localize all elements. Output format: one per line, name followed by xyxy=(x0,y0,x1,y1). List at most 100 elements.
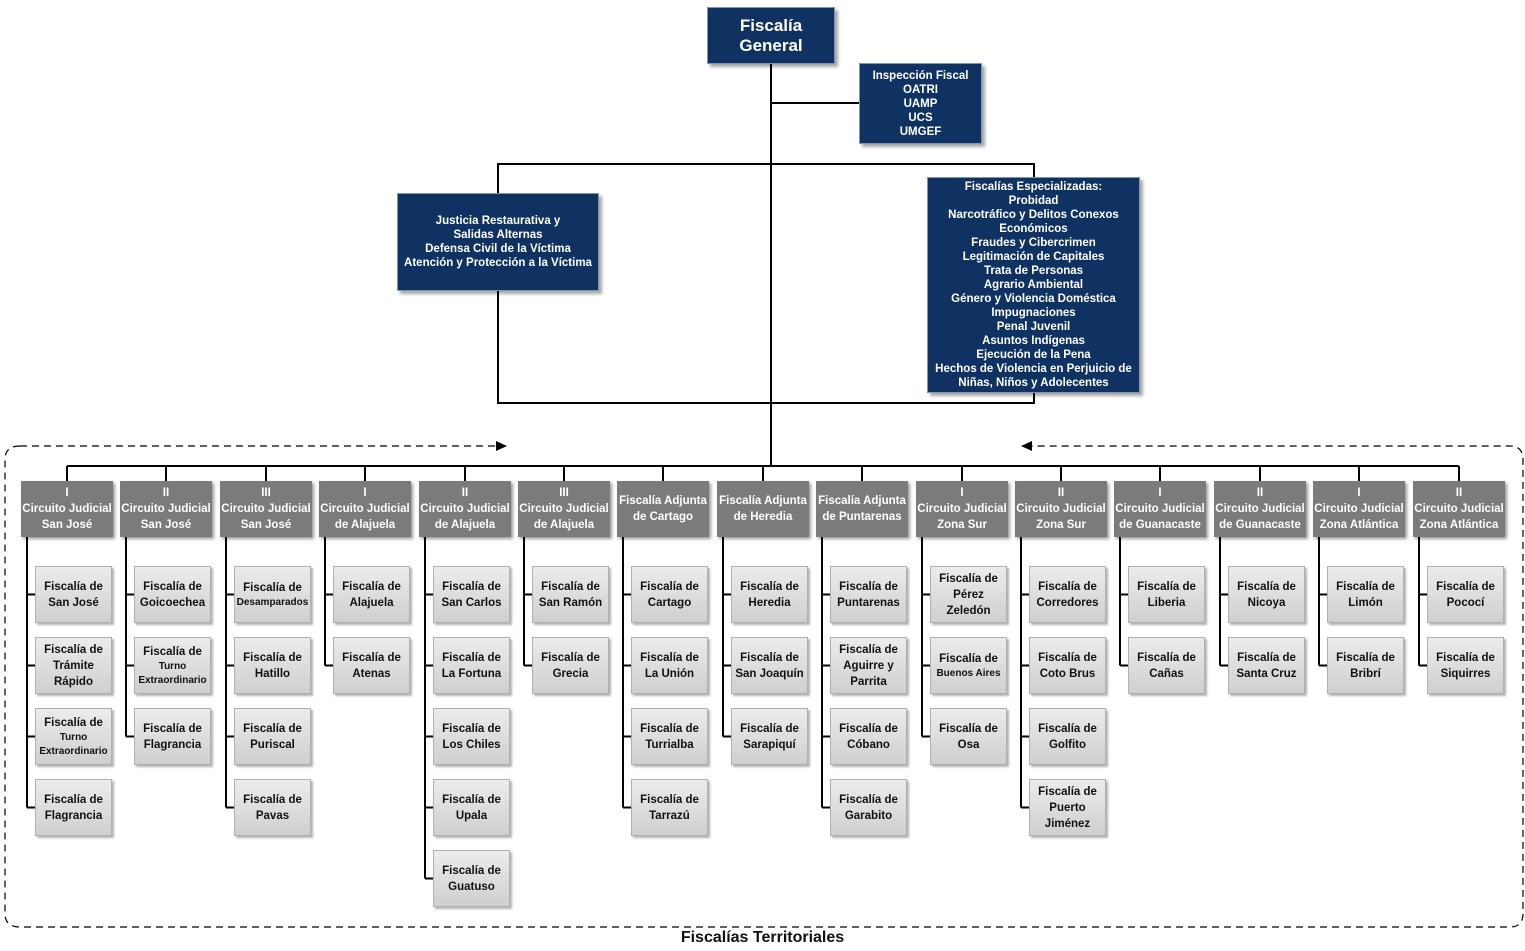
fiscalias-especializadas-box[interactable]: Fiscalías Especializadas: Probidad Narco… xyxy=(927,177,1140,393)
fiscalia-leaf-line: Puerto xyxy=(1049,801,1086,814)
staff-units-box[interactable]: Inspección Fiscal OATRI UAMP UCS UMGEF xyxy=(859,63,982,144)
fiscalia-leaf-line: Fiscalía de xyxy=(442,793,501,806)
fiscalia-leaf-line: Fiscalía de xyxy=(740,722,799,735)
fiscalia-leaf-line: Fiscalía de xyxy=(1436,651,1495,664)
fiscalia-general-box[interactable]: Fiscalía General xyxy=(707,7,835,64)
circuit-header-line: Circuito Judicial xyxy=(22,503,112,515)
fiscalia-leaf-line: Fiscalía de xyxy=(541,580,600,593)
fiscalia-leaf-line: Santa Cruz xyxy=(1236,667,1297,680)
fiscalia-leaf-line: Fiscalía de xyxy=(1436,580,1495,593)
fiscalia-leaf[interactable]: Fiscalía de San Ramón xyxy=(532,566,609,623)
justicia-restaurativa-box[interactable]: Justicia Restaurativa y Salidas Alternas… xyxy=(397,193,599,291)
special-line: Ejecución de la Pena xyxy=(976,349,1091,361)
fiscalia-leaf-line: Jiménez xyxy=(1044,817,1091,830)
fiscalia-leaf-line: Desamparados xyxy=(236,596,309,608)
special-line: Niñas, Niños y Adolecentes xyxy=(958,377,1109,389)
fiscalia-leaf-line: Cóbano xyxy=(847,738,890,751)
fiscalia-leaf-line: Zeledón xyxy=(946,604,991,617)
fiscalia-leaf-line: Fiscalía de xyxy=(740,651,799,664)
fiscalia-leaf-line: San Ramón xyxy=(538,596,603,609)
fiscalia-leaf-line: Fiscalía de xyxy=(44,716,103,729)
root-line-1: Fiscalía xyxy=(739,15,803,35)
circuit-header-line: Zona Sur xyxy=(937,519,987,531)
staff-line: UCS xyxy=(908,111,933,124)
circuit-header-line: Circuito Judicial xyxy=(1414,503,1504,515)
circuit-header-line: Zona Atlántica xyxy=(1419,519,1499,531)
territorial-title: Fiscalías Territoriales xyxy=(680,929,845,946)
fiscalia-leaf-line: Fiscalía de xyxy=(541,651,600,664)
fiscalia-leaf-line: San Joaquín xyxy=(735,667,804,680)
fiscalia-leaf-line: Fiscalía de xyxy=(640,722,699,735)
special-line: Fraudes y Cibercrimen xyxy=(971,237,1096,249)
fiscalia-leaf-line: Fiscalía de xyxy=(1137,651,1196,664)
fiscalia-leaf-line: Fiscalía de xyxy=(143,580,202,593)
special-line: Narcotráfico y Delitos Conexos xyxy=(948,209,1119,221)
fiscalia-leaf-line: Fiscalía de xyxy=(839,580,898,593)
fiscalia-leaf-line: Fiscalía de xyxy=(640,651,699,664)
circuit-header-line: I xyxy=(960,487,964,499)
fiscalia-leaf[interactable]: Fiscalía de San Joaquín xyxy=(731,637,808,694)
circuit-header-line: II xyxy=(1057,487,1065,499)
circuit-header-line: de Guanacaste xyxy=(1219,519,1301,531)
